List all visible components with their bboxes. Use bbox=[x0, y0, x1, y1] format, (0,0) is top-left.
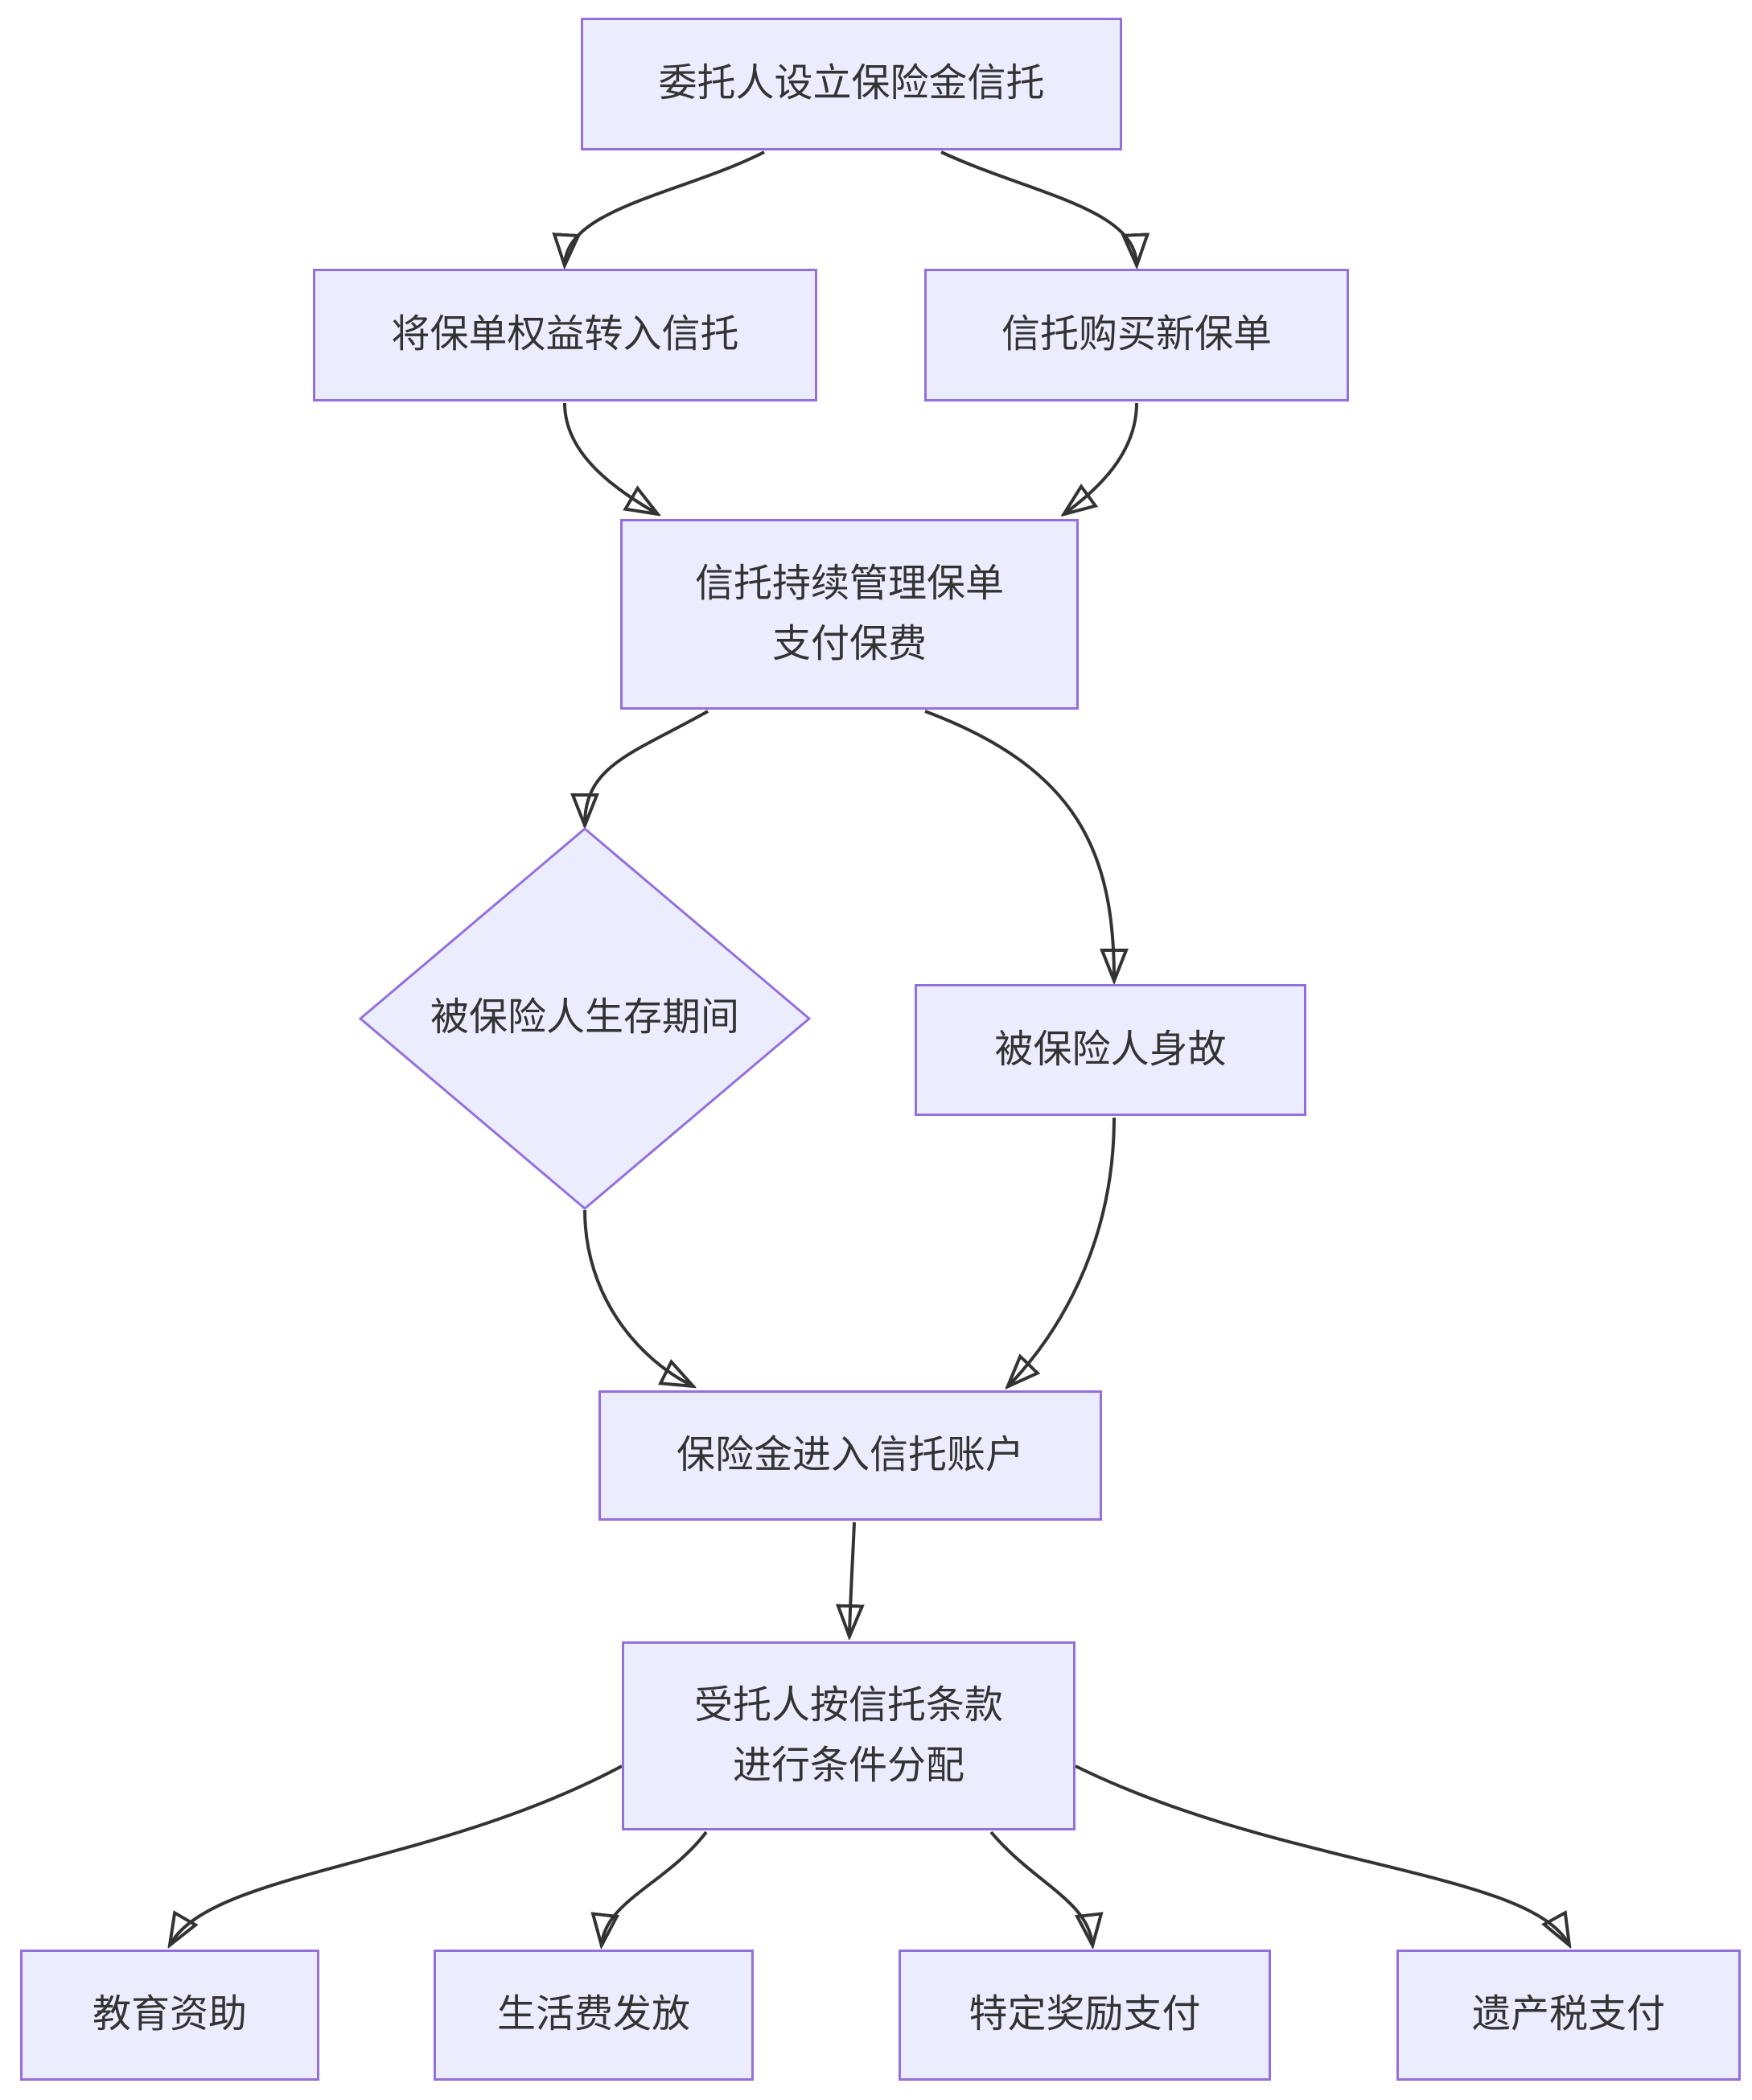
edge-distribute-to-reward bbox=[989, 1830, 1092, 1944]
edge-distribute-to-education bbox=[171, 1764, 623, 1944]
node-label: 信托购买新保单 bbox=[1001, 313, 1272, 356]
node-living-expenses: 生活费发放 bbox=[434, 1950, 754, 2081]
edge-payout-to-distribute bbox=[849, 1521, 854, 1635]
node-insured-death: 被保险人身故 bbox=[915, 984, 1306, 1116]
node-label: 生活费发放 bbox=[496, 1993, 690, 2036]
node-label-line2: 支付保费 bbox=[771, 622, 927, 665]
node-label: 特定奖励支付 bbox=[969, 1993, 1201, 2036]
node-payout-to-trust: 保险金进入信托账户 bbox=[598, 1390, 1102, 1521]
edge-manage-to-death bbox=[924, 710, 1114, 979]
node-label-line1: 受托人按信托条款 bbox=[693, 1684, 1003, 1727]
edge-distribute-to-living bbox=[602, 1830, 708, 1944]
node-label: 被保险人身故 bbox=[994, 1027, 1227, 1071]
node-label: 教育资助 bbox=[92, 1993, 247, 2036]
node-label-line1: 信托持续管理保单 bbox=[694, 562, 1004, 606]
node-survival-period-label: 被保险人生存期间 bbox=[430, 996, 739, 1039]
node-trustee-distribute: 受托人按信托条款 进行条件分配 bbox=[622, 1641, 1075, 1830]
edge-distribute-to-estate bbox=[1075, 1764, 1569, 1944]
edge-buy-to-manage bbox=[1065, 402, 1138, 513]
node-establish-trust: 委托人设立保险金信托 bbox=[581, 18, 1122, 150]
edge-manage-to-survival bbox=[585, 710, 709, 824]
node-label: 委托人设立保险金信托 bbox=[658, 62, 1045, 105]
edge-establish-to-transfer bbox=[565, 150, 765, 264]
node-estate-tax: 遗产税支付 bbox=[1396, 1950, 1741, 2081]
node-transfer-policy: 将保单权益转入信托 bbox=[313, 269, 817, 401]
node-label: 将保单权益转入信托 bbox=[391, 313, 739, 356]
node-manage-policy: 信托持续管理保单 支付保费 bbox=[620, 519, 1079, 710]
edge-death-to-payout bbox=[1009, 1117, 1116, 1386]
node-label-line2: 进行条件分配 bbox=[732, 1744, 964, 1787]
edge-survival-to-payout bbox=[583, 1209, 692, 1386]
node-buy-new-policy: 信托购买新保单 bbox=[924, 269, 1349, 401]
edge-establish-to-buy bbox=[940, 150, 1137, 264]
node-label: 遗产税支付 bbox=[1471, 1993, 1665, 2036]
node-special-reward: 特定奖励支付 bbox=[899, 1950, 1271, 2081]
edge-transfer-to-manage bbox=[563, 402, 656, 513]
node-education-funding: 教育资助 bbox=[20, 1950, 319, 2081]
node-label: 保险金进入信托账户 bbox=[676, 1433, 1024, 1476]
node-shape-survival-diamond bbox=[358, 827, 812, 1210]
